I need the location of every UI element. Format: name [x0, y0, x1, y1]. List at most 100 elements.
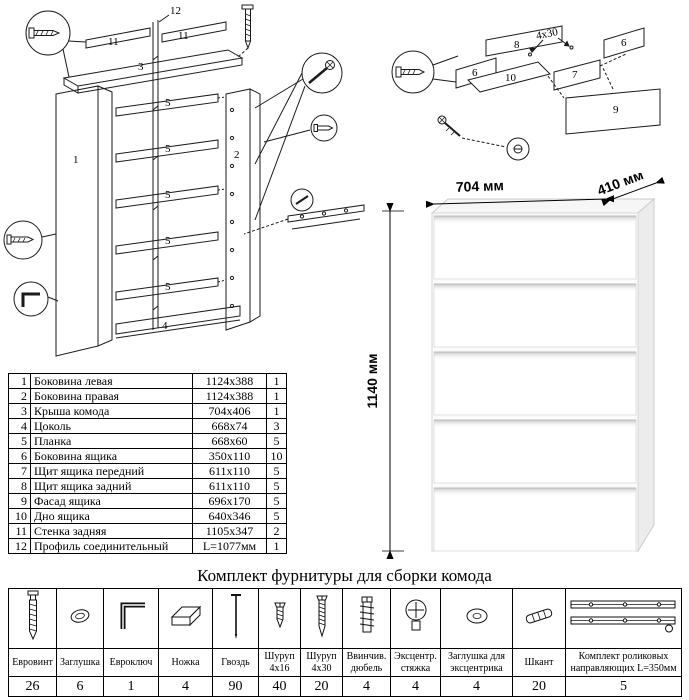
table-row: 11 Стенка задняя 1105x347 2: [8, 523, 287, 539]
part-size: 611x110: [192, 478, 267, 494]
part-size: 704x406: [192, 403, 267, 419]
label-plank-5: 5: [165, 189, 171, 201]
callout-bracket: [13, 281, 59, 317]
label-plank-5: 5: [165, 97, 171, 109]
back-panel-left-part: [85, 27, 151, 49]
part-qty: 1: [266, 373, 287, 389]
screw-4x30-icon: [315, 595, 328, 638]
part-qty: 5: [266, 478, 287, 494]
label-screw-size: 4х30: [535, 26, 560, 42]
hardware-qty: 6: [56, 676, 104, 697]
hardware-qty: 4: [390, 676, 441, 697]
drawer-facade-part: [565, 88, 661, 135]
label-bottom-10: 10: [505, 72, 517, 84]
hardware-label: Шуруп 4х16: [258, 648, 301, 677]
part-qty: 1: [266, 403, 287, 419]
part-name: Цоколь: [30, 418, 193, 434]
hardware-label: Комплект роликовых направляющих L=350мм: [565, 648, 682, 677]
part-name: Профиль соединительный: [30, 538, 193, 554]
part-num: 8: [8, 478, 31, 494]
part-num: 12: [8, 538, 31, 554]
part-size: 611x110: [192, 463, 267, 479]
label-back-8: 8: [514, 39, 520, 51]
plug-icon: [70, 609, 90, 623]
table-row: 7 Щит ящика передний 611x110 5: [8, 463, 287, 479]
hardware-table: Евровинт Заглушка Евроключ Ножка Гвоздь …: [8, 588, 682, 697]
hardware-icon-cell: [342, 588, 391, 649]
table-row: 9 Фасад ящика 696x170 5: [8, 493, 287, 509]
label-back-11: 11: [108, 36, 119, 48]
drawer-front: [433, 215, 637, 280]
hardware-label: Ввинчив. дюбель: [342, 648, 391, 677]
part-size: 668x60: [192, 433, 267, 449]
callout-euroscrew: [25, 10, 87, 78]
hardware-qty-row: 26 6 1 4 90 40 20 4 4 4 20 5: [8, 676, 682, 697]
part-qty: 5: [266, 463, 287, 479]
table-row: 3 Крыша комода 704x406 1: [8, 403, 287, 419]
hardware-labels-row: Евровинт Заглушка Евроключ Ножка Гвоздь …: [8, 648, 682, 677]
drawer-front: [433, 419, 637, 484]
drawer-side-right-part: [603, 27, 645, 59]
hardware-qty: 40: [258, 676, 301, 697]
hardware-qty: 26: [8, 676, 57, 697]
label-side-6: 6: [472, 67, 478, 79]
hardware-qty: 20: [512, 676, 566, 697]
part-name: Боковина правая: [30, 388, 193, 404]
part-num: 11: [8, 523, 31, 539]
part-num: 2: [8, 388, 31, 404]
part-qty: 5: [266, 433, 287, 449]
table-row: 1 Боковина левая 1124x388 1: [8, 373, 287, 389]
plinth-part: [115, 305, 241, 339]
hardware-label: Ножка: [158, 648, 213, 677]
callout-euroscrew: [391, 50, 459, 94]
table-row: 12 Профиль соединительный L=1077мм 1: [8, 538, 287, 554]
label-side-6: 6: [621, 37, 627, 49]
wood-dowel-icon: [525, 608, 553, 624]
hardware-icon-cell: [56, 588, 104, 649]
callout-cross-screw: [254, 52, 343, 221]
hardware-label: Гвоздь: [212, 648, 259, 677]
label-front-7: 7: [572, 69, 578, 81]
dim-width: 704 мм: [456, 177, 504, 195]
chest-body: [430, 197, 656, 553]
hardware-label: Заглушка: [56, 648, 104, 677]
label-facade-9: 9: [613, 104, 619, 116]
label-right-side-2: 2: [234, 149, 240, 161]
part-name: Крыша комода: [30, 403, 193, 419]
part-name: Дно ящика: [30, 508, 193, 524]
hardware-icon-cell: [258, 588, 301, 649]
label-left-side-1: 1: [73, 154, 79, 166]
hexkey-icon: [120, 602, 145, 629]
drawer-front: [433, 283, 637, 348]
plank-part: [115, 185, 219, 209]
hardware-label: Шкант: [512, 648, 566, 677]
label-plinth-4: 4: [162, 320, 168, 332]
screw-size-leaders: [528, 37, 574, 57]
label-profile-12: 12: [170, 5, 181, 17]
table-row: 2 Боковина правая 1124x388 1: [8, 388, 287, 404]
hardware-icon-cell: [8, 588, 57, 649]
drawer-front: [433, 487, 637, 552]
part-num: 4: [8, 418, 31, 434]
hardware-label: Заглушка для эксцентрика: [440, 648, 513, 677]
table-row: 8 Щит ящика задний 611x110 5: [8, 478, 287, 494]
hardware-qty: 4: [440, 676, 513, 697]
nail-icon: [230, 594, 241, 639]
part-name: Щит ящика задний: [30, 478, 193, 494]
label-top-3: 3: [138, 61, 144, 73]
screw-4x16-icon: [273, 602, 286, 629]
dimension-lines: [382, 176, 665, 560]
part-size: 668x74: [192, 418, 267, 434]
part-qty: 3: [266, 418, 287, 434]
part-size: 1105x347: [192, 523, 267, 539]
part-size: 1124x388: [192, 373, 267, 389]
label-plank-5: 5: [165, 281, 171, 293]
part-name: Боковина ящика: [30, 448, 193, 464]
parts-table: 1 Боковина левая 1124x388 1 2 Боковина п…: [8, 373, 287, 554]
hardware-qty: 1: [103, 676, 159, 697]
part-size: 350x110: [192, 448, 267, 464]
hardware-qty: 5: [565, 676, 682, 697]
part-num: 10: [8, 508, 31, 524]
dim-depth: 410 мм: [595, 173, 646, 198]
